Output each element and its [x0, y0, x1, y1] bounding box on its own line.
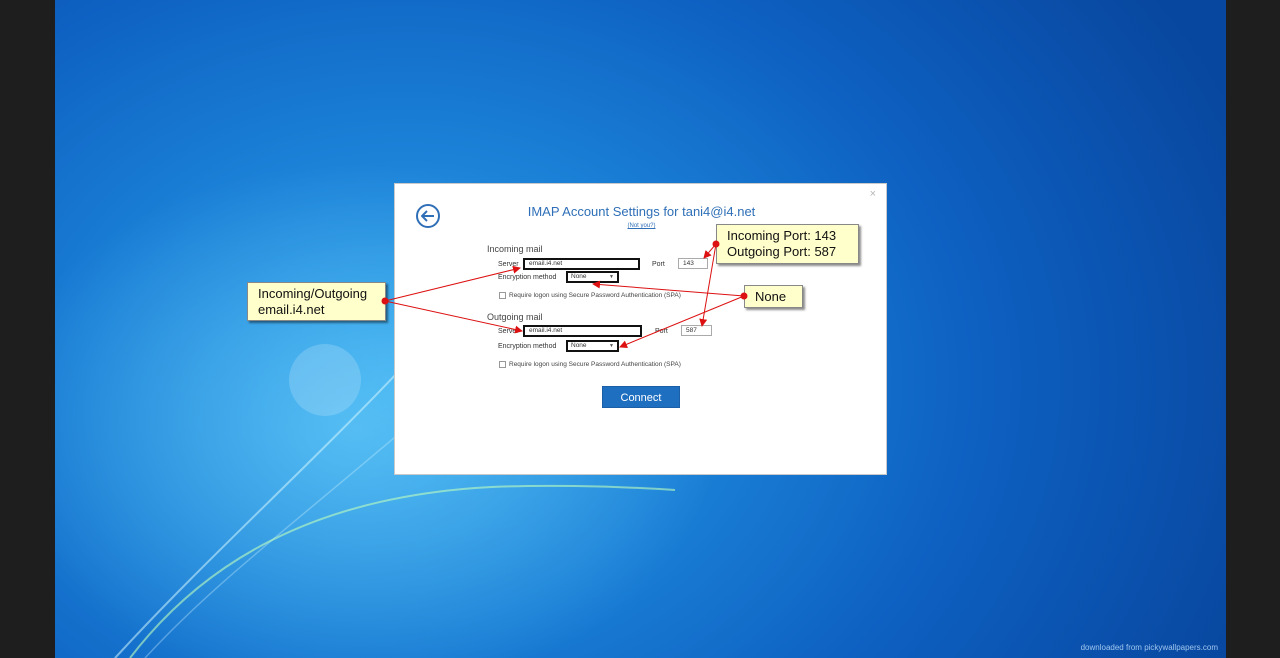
incoming-encryption-value: None: [571, 273, 587, 280]
connect-button[interactable]: Connect: [602, 386, 680, 408]
server-callout: Incoming/Outgoing email.i4.net: [247, 282, 386, 321]
chevron-down-icon: ▼: [609, 343, 614, 349]
incoming-server-input[interactable]: email.i4.net: [523, 258, 640, 270]
incoming-port-label: Port: [652, 261, 665, 268]
incoming-encryption-select[interactable]: None ▼: [566, 271, 619, 283]
incoming-encryption-label: Encryption method: [498, 274, 557, 281]
ports-callout-line2: Outgoing Port: 587: [727, 244, 837, 259]
server-callout-line1: Incoming/Outgoing: [258, 286, 368, 301]
server-callout-line2: email.i4.net: [258, 302, 325, 317]
encryption-callout-text: None: [755, 289, 787, 304]
close-icon[interactable]: ×: [869, 188, 876, 200]
ports-callout-line1: Incoming Port: 143: [727, 228, 837, 243]
outgoing-port-input[interactable]: 587: [681, 325, 712, 336]
incoming-spa-label: Require logon using Secure Password Auth…: [509, 292, 681, 299]
outgoing-mail-heading: Outgoing mail: [487, 312, 543, 322]
incoming-server-label: Server: [498, 261, 519, 268]
dialog-title: IMAP Account Settings for tani4@i4.net: [527, 204, 756, 219]
incoming-port-input[interactable]: 143: [678, 258, 708, 269]
outgoing-server-input[interactable]: email.i4.net: [523, 325, 642, 337]
incoming-spa-checkbox[interactable]: [499, 292, 506, 299]
outgoing-server-label: Server: [498, 328, 519, 335]
outgoing-port-label: Port: [655, 328, 668, 335]
incoming-mail-heading: Incoming mail: [487, 244, 543, 254]
outgoing-spa-checkbox[interactable]: [499, 361, 506, 368]
outgoing-encryption-value: None: [571, 342, 587, 349]
back-button[interactable]: [416, 204, 440, 228]
not-you-link[interactable]: (Not you?): [627, 223, 656, 229]
encryption-callout: None: [744, 285, 803, 308]
arrow-left-icon: [421, 210, 434, 222]
ports-callout: Incoming Port: 143 Outgoing Port: 587: [716, 224, 859, 264]
chevron-down-icon: ▼: [609, 274, 614, 280]
outgoing-spa-label: Require logon using Secure Password Auth…: [509, 361, 681, 368]
wallpaper-watermark: downloaded from pickywallpapers.com: [1080, 643, 1218, 652]
outgoing-encryption-label: Encryption method: [498, 343, 557, 350]
outgoing-encryption-select[interactable]: None ▼: [566, 340, 619, 352]
wallpaper-swoosh: [114, 329, 676, 658]
